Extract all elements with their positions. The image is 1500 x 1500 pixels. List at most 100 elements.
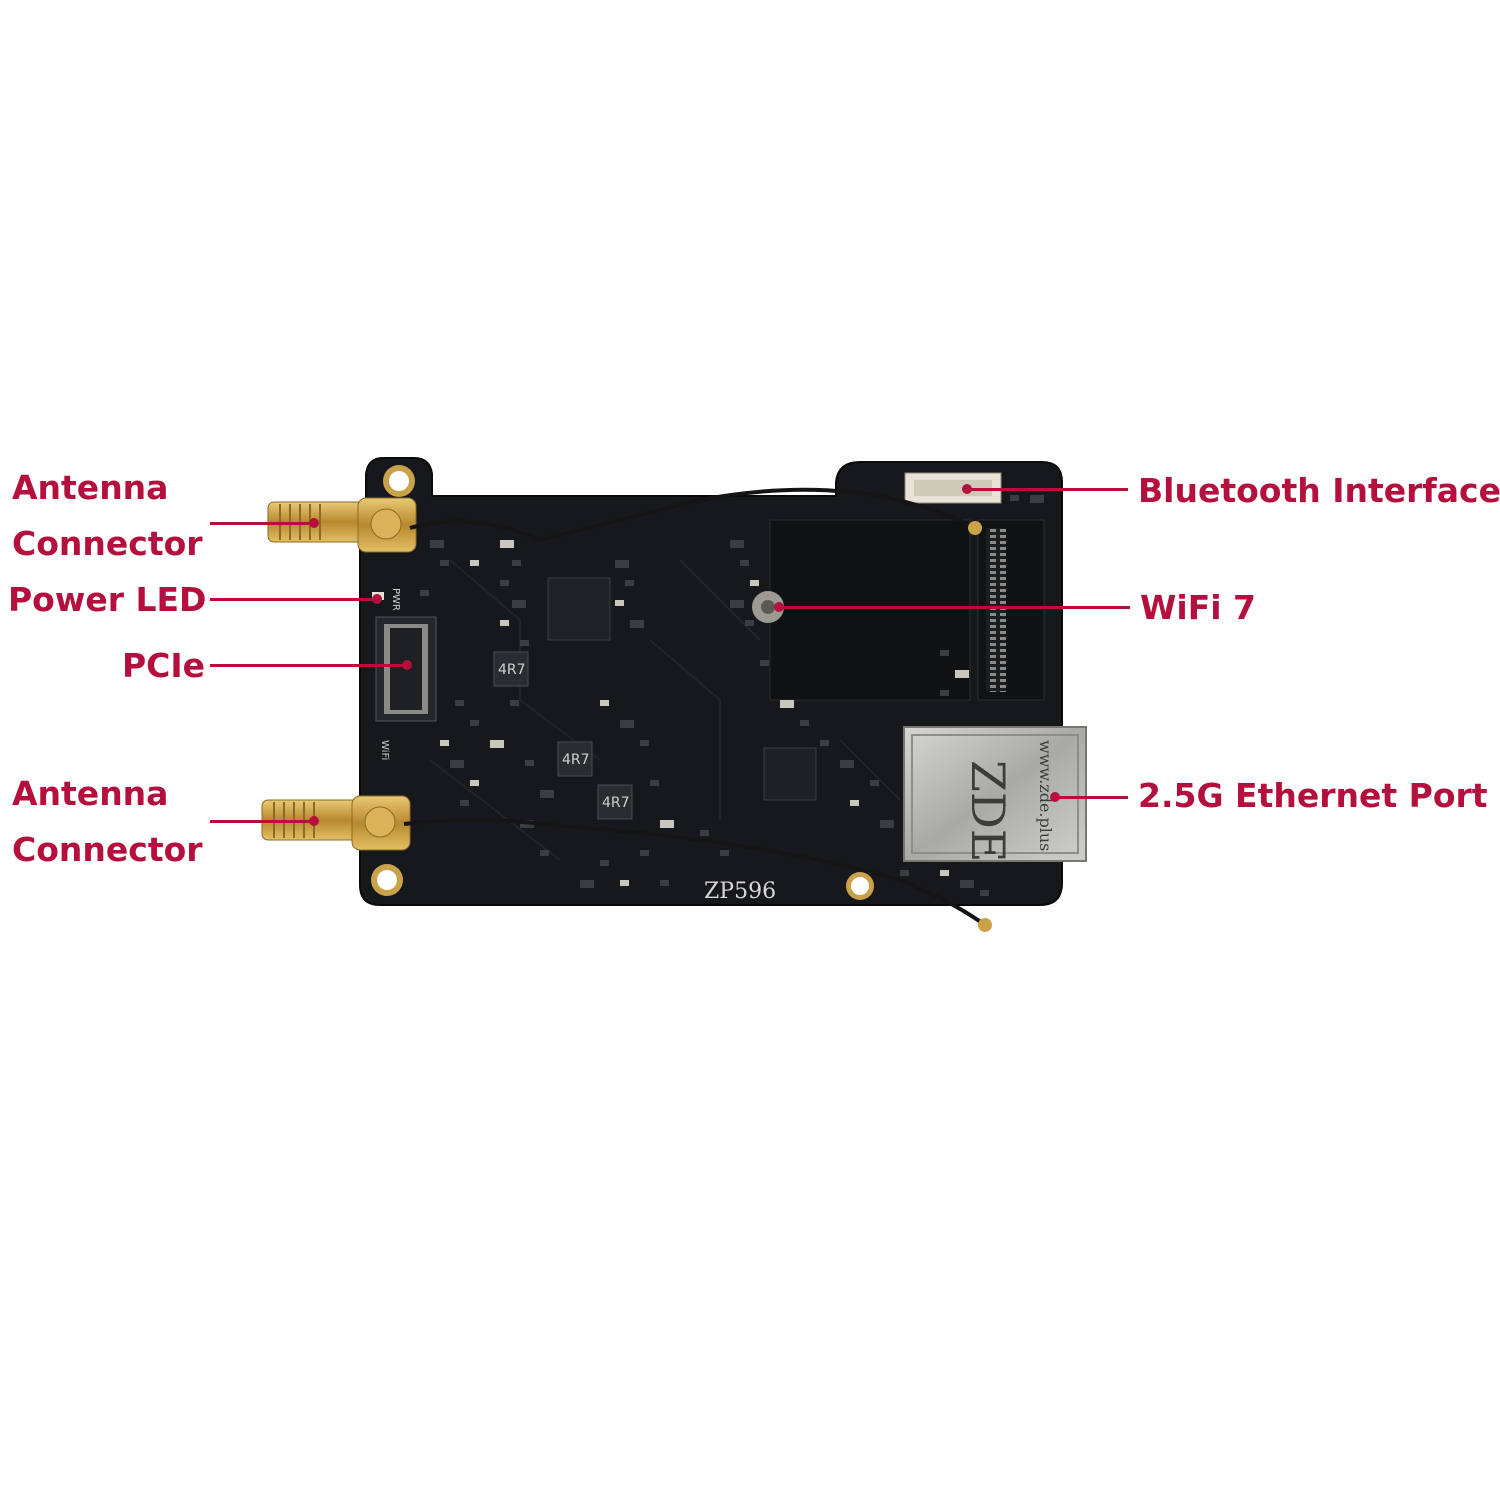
silk-pwr: PWR	[390, 588, 401, 611]
smd-part	[780, 700, 794, 708]
jack-url: www.zde.plus	[1036, 740, 1055, 851]
smd-part	[745, 620, 754, 626]
smd-part	[450, 760, 464, 768]
leader-dot-ethernet	[1050, 792, 1060, 802]
smd-part	[640, 850, 649, 856]
smd-part	[660, 820, 674, 828]
smd-part	[940, 650, 949, 656]
board-model: ZP596	[704, 879, 776, 904]
wifi-module-area	[769, 519, 971, 701]
label-ethernet-port: 2.5G Ethernet Port	[1138, 776, 1488, 815]
leader-dot-bluetooth	[962, 484, 972, 494]
smd-part	[460, 800, 469, 806]
smd-part	[600, 700, 609, 706]
smd-part	[955, 670, 969, 678]
smd-part	[512, 600, 526, 608]
smd-part	[620, 880, 629, 886]
wifi-mount-standoff	[752, 591, 784, 623]
smd-part	[500, 620, 509, 626]
label-power-led: Power LED	[8, 580, 207, 619]
antenna-connector-top	[267, 497, 417, 553]
antenna-cables	[403, 487, 987, 927]
smd-part	[600, 860, 609, 866]
smd-part	[440, 560, 449, 566]
smd-part	[490, 740, 504, 748]
smd-part	[1010, 495, 1019, 501]
leader-ethernet	[1056, 796, 1128, 799]
smd-part	[500, 580, 509, 586]
leader-dot-power-led	[372, 594, 382, 604]
smd-part	[760, 660, 769, 666]
smd-components	[420, 495, 1044, 896]
inductor-label-1: 4R7	[498, 662, 526, 678]
leader-dot-pcie	[402, 660, 412, 670]
leader-dot-wifi	[774, 602, 784, 612]
label-wifi: WiFi 7	[1140, 588, 1257, 627]
smd-part	[740, 560, 749, 566]
smd-part	[500, 540, 514, 548]
leader-antenna-bottom	[210, 820, 314, 823]
inductor-label-3: 4R7	[602, 795, 630, 811]
smd-part	[440, 740, 449, 746]
antenna-connector-bottom	[261, 795, 411, 851]
smd-part	[750, 580, 759, 586]
leader-wifi	[780, 606, 1130, 609]
smd-part	[615, 600, 624, 606]
smd-part	[470, 560, 479, 566]
smd-part	[430, 540, 444, 548]
jack-brand: ZDE	[961, 760, 1015, 862]
smd-part	[820, 740, 829, 746]
smd-part	[800, 720, 809, 726]
smd-part	[730, 540, 744, 548]
smd-part	[470, 780, 479, 786]
smd-part	[630, 620, 644, 628]
label-pcie: PCIe	[122, 646, 206, 685]
smd-part	[940, 870, 949, 876]
smd-part	[512, 560, 521, 566]
smd-part	[840, 760, 854, 768]
smd-part	[700, 830, 709, 836]
smd-part	[880, 820, 894, 828]
mounting-holes	[371, 465, 874, 900]
inductor-label-2: 4R7	[562, 752, 590, 768]
smd-part	[540, 850, 549, 856]
smd-part	[960, 880, 974, 888]
smd-part	[540, 790, 554, 798]
smd-part	[720, 850, 729, 856]
leader-dot-antenna-top	[309, 518, 319, 528]
smd-part	[900, 870, 909, 876]
smd-part	[455, 700, 464, 706]
smd-part	[730, 600, 744, 608]
ethernet-chip	[763, 747, 817, 801]
smd-part	[980, 890, 989, 896]
smd-part	[1030, 495, 1044, 503]
inductors: 4R7 4R7 4R7	[493, 651, 633, 820]
smd-part	[870, 780, 879, 786]
leader-power-led	[210, 598, 376, 601]
smd-part	[625, 580, 634, 586]
smd-part	[660, 880, 669, 886]
smd-part	[650, 780, 659, 786]
smd-part	[525, 760, 534, 766]
smd-part	[850, 800, 859, 806]
smd-part	[420, 590, 429, 596]
smd-part	[580, 880, 594, 888]
main-chip	[547, 577, 611, 641]
smd-part	[615, 560, 629, 568]
leader-dot-antenna-bottom	[309, 816, 319, 826]
silk-wifi: WiFi	[379, 740, 390, 760]
smd-part	[470, 720, 479, 726]
label-antenna-connector-bottom: Antenna Connector	[12, 774, 203, 869]
label-bluetooth-interface: Bluetooth Interface	[1138, 471, 1500, 510]
smd-part	[640, 740, 649, 746]
leader-pcie	[210, 664, 406, 667]
smd-part	[620, 720, 634, 728]
label-antenna-connector-top: Antenna Connector	[12, 468, 203, 563]
leader-antenna-top	[210, 522, 314, 525]
pcie-fpc-connector	[375, 616, 437, 722]
leader-bluetooth	[968, 488, 1128, 491]
smd-part	[940, 690, 949, 696]
smd-part	[510, 700, 519, 706]
